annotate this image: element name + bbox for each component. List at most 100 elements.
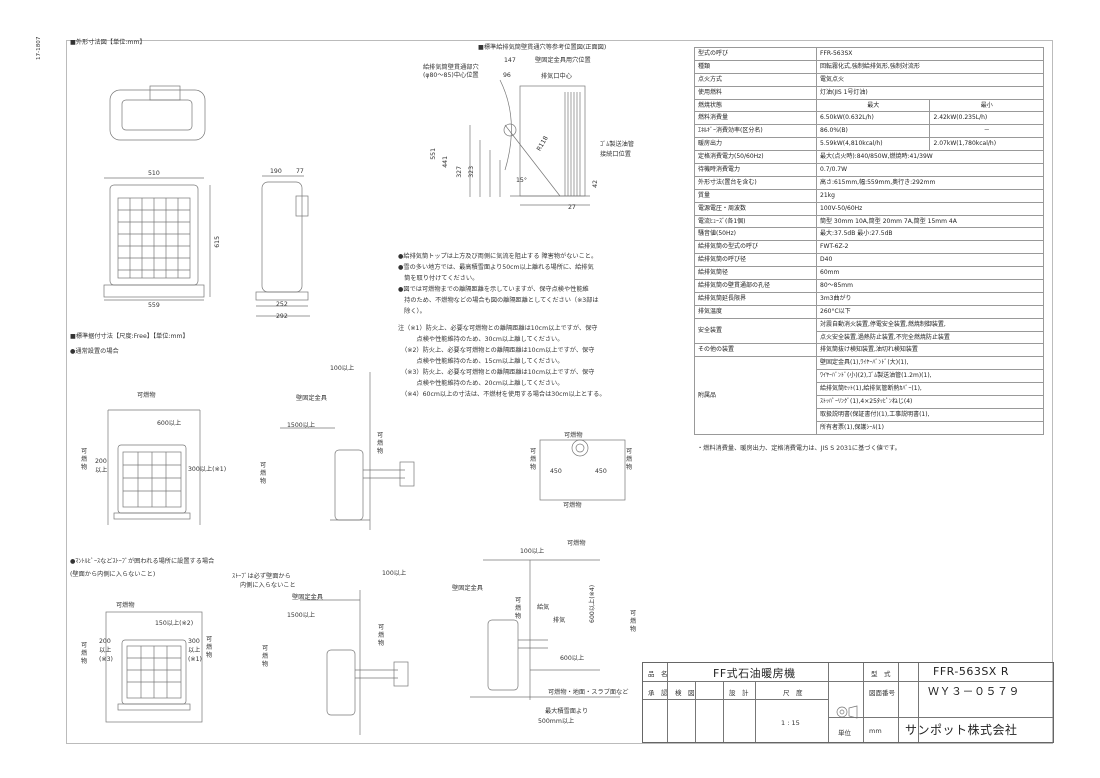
label-combustible-wall-l: 可 燃 物 xyxy=(530,448,537,471)
dim-323: 323 xyxy=(468,165,476,178)
label-m-combustible-s2: 可 燃 物 xyxy=(262,645,269,668)
label-hole-2: (φ80～85)中心位置 xyxy=(423,72,479,79)
spec-footnote: ・燃料消費量、暖房出力、定格消費電力は、JIS S 2031に基づく値です。 xyxy=(697,445,901,452)
spec-cell: 2.42kW(0.235L/h) xyxy=(929,111,1044,126)
product-name: FF式石油暖房機 xyxy=(713,667,796,680)
label-450b: 450 xyxy=(595,468,607,475)
spec-cell: 燃焼状態 xyxy=(694,98,817,113)
label-m-bracket: 壁固定金具 xyxy=(292,594,323,601)
label-snow-note-1: 最大積雪面より xyxy=(545,708,589,715)
spec-cell: 給排気筒の壁貫通部の孔径 xyxy=(694,279,817,293)
check-label: 検 図 xyxy=(675,689,695,697)
install-mantel-side xyxy=(300,590,409,735)
label-200b: 以上 xyxy=(95,467,108,474)
label-200: 200 xyxy=(95,458,107,465)
spec-cell: 6.50kW(0.632L/h) xyxy=(815,111,931,126)
heater-side-view xyxy=(255,181,309,301)
install-normal-side xyxy=(280,372,415,530)
dim-42: 42 xyxy=(592,179,600,188)
model-label: 型 式 xyxy=(871,670,891,678)
drawing-number: ＷＹ３－０５７９ xyxy=(928,685,1020,698)
dim-441: 441 xyxy=(442,155,450,168)
spec-cell: 電源電圧・周波数 xyxy=(694,201,817,216)
spec-cell: 100V-50/60Hz xyxy=(816,201,1044,216)
install-mantel-section xyxy=(470,559,620,700)
unit-label: 単位 xyxy=(838,729,851,737)
label-600v: 600以上(※4) xyxy=(589,584,597,623)
spec-cell: 点火方式 xyxy=(694,72,817,87)
label-hose-1: ｺﾞﾑ製送油管 xyxy=(600,141,635,148)
label-450a: 450 xyxy=(550,468,562,475)
label-m-150: 150以上(※2) xyxy=(155,620,194,627)
dim-side-292: 292 xyxy=(276,313,288,320)
spec-cell: 最小 xyxy=(929,98,1044,113)
label-combustible-top: 可燃物 xyxy=(137,392,156,399)
spec-cell: 電流ﾋｭｰｽﾞ(各1個) xyxy=(694,214,817,229)
label-combustible-s1: 可 燃 物 xyxy=(377,432,384,455)
scale-value: 1 : 15 xyxy=(781,719,800,727)
label-hose-2: 接続口位置 xyxy=(600,151,631,158)
normal-case-title: ●通常設置の場合 xyxy=(70,348,119,355)
label-w-combustible-r: 可 燃 物 xyxy=(630,610,637,633)
scale-label: 尺 度 xyxy=(783,689,803,697)
spec-cell: 60mm xyxy=(816,266,1044,281)
spec-cell: その他の装置 xyxy=(694,343,817,358)
spec-cell: 騒音値(50Hz) xyxy=(694,227,817,242)
install-normal-front xyxy=(107,409,201,525)
dim-side-252: 252 xyxy=(276,301,288,308)
spec-cell: 待機時消費電力 xyxy=(694,163,817,177)
spec-cell: 3m3曲がり xyxy=(816,291,1044,306)
label-m-200b: 以上 xyxy=(99,647,112,654)
wall-hole-title: ■標準給排気筒壁貫通穴等参考位置図(正面図) xyxy=(478,44,607,51)
spec-cell: 最大 xyxy=(815,98,931,113)
spec-cell: FFR-563SX xyxy=(816,47,1044,61)
dim-base: 559 xyxy=(148,302,160,309)
label-exhaust-pipe: 排気 xyxy=(553,617,566,624)
spec-cell: 80～85mm xyxy=(816,279,1044,293)
label-w-combustible-v: 可 燃 物 xyxy=(515,597,522,620)
dim-96: 96 xyxy=(503,72,511,79)
spec-cell: 0.7/0.7W xyxy=(816,163,1044,177)
label-combustible-bottom: 可燃物 xyxy=(563,502,582,509)
label-m-100: 100以上 xyxy=(382,570,407,577)
spec-cell: 取扱説明書(保証書付)(1),工事説明書(1), xyxy=(816,407,1044,422)
label-hole: 給排気筒壁貫通部穴 xyxy=(423,64,479,71)
label-w-combustible-top: 可燃物 xyxy=(567,540,586,547)
spec-cell: ｽﾄｯﾊﾟｰﾘﾝｸﾞ(1),4×25ﾀｯﾋﾟﾝねじ(4) xyxy=(816,395,1044,409)
label-m-300: 300 xyxy=(188,638,200,645)
spec-row: ｴﾈﾙｷﾞｰ消費効率(区分名)86.0%(B)－ xyxy=(694,124,1044,139)
label-bracket-1: 壁固定金具 xyxy=(296,395,327,402)
spec-row: 外形寸法(置台を含む)高さ:615mm,幅:559mm,奥行き:292mm xyxy=(694,175,1044,190)
spec-cell: 排気温度 xyxy=(694,304,817,319)
spec-cell: 安全装置 xyxy=(694,317,817,345)
title-block: 品 名 FF式石油暖房機 型 式 FFR-563SX R 承 認 検 図 設 計… xyxy=(642,662,1054,743)
spec-cell: 高さ:615mm,幅:559mm,奥行き:292mm xyxy=(816,175,1044,190)
heater-front-view xyxy=(103,184,205,298)
install-mantel-front xyxy=(105,611,203,723)
spec-cell: 外形寸法(置台を含む) xyxy=(694,175,817,190)
spec-row: 定格消費電力(50/60Hz)最大(点火時):840/850W,燃焼時:41/3… xyxy=(694,150,1044,165)
label-stove-note-2: 内側に入らないこと xyxy=(240,582,296,589)
label-combustible-s2: 可 燃 物 xyxy=(260,462,267,485)
label-bracket: 壁固定金具用穴位置 xyxy=(535,57,591,64)
spec-cell: ｴﾈﾙｷﾞｰ消費効率(区分名) xyxy=(694,124,817,139)
label-600: 600以上 xyxy=(157,420,182,427)
spec-row: 騒音値(50Hz)最大:37.5dB 最小:27.5dB xyxy=(694,227,1044,242)
spec-cell: 給排気筒径 xyxy=(694,266,817,281)
spec-cell: 型式の呼び xyxy=(694,47,817,61)
spec-cell: 対震自動消火装置,停電安全装置,燃焼制御装置, xyxy=(816,317,1044,332)
spec-cell: D40 xyxy=(816,253,1044,268)
spec-cell: 質量 xyxy=(694,188,817,203)
spec-cell: 最大(点火時):840/850W,燃焼時:41/39W xyxy=(816,150,1044,165)
spec-cell: － xyxy=(929,124,1044,139)
label-300: 300以上(※1) xyxy=(188,466,227,473)
spec-cell: 2.07kW(1,780kcal/h) xyxy=(929,137,1044,152)
